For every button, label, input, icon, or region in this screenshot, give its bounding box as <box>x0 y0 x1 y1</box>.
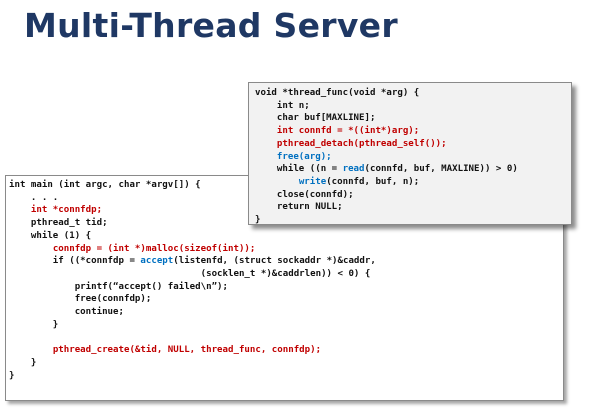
code-line: pthread_create(&tid, NULL, thread_func, … <box>9 344 563 357</box>
code-line: pthread_t tid; <box>9 217 563 230</box>
code-text: return NULL; <box>255 202 343 213</box>
code-text: while (1) { <box>9 230 92 241</box>
highlighted-code-red: connfdp = (int *)malloc(sizeof(int)); <box>52 243 256 254</box>
code-text <box>9 244 53 254</box>
code-line: free(arg); <box>255 151 571 164</box>
code-line: . . . <box>9 192 563 205</box>
code-line: void *thread_func(void *arg) { <box>255 87 571 100</box>
highlighted-code-red: int *connfdp; <box>30 205 103 216</box>
code-text: (socklen_t *)&caddrlen)) < 0) { <box>9 268 371 279</box>
code-line: } <box>9 319 563 332</box>
code-line: if ((*connfdp = accept(listenfd, (struct… <box>9 255 563 268</box>
code-line: write(connfd, buf, n); <box>255 176 571 189</box>
code-text <box>255 152 277 162</box>
code-line: } <box>255 214 571 225</box>
code-text: } <box>9 319 59 330</box>
code-line <box>9 331 563 344</box>
highlighted-code-blue: accept <box>140 256 174 267</box>
code-text: } <box>9 370 15 381</box>
code-text <box>9 205 31 215</box>
highlighted-code-red: int connfd = *((int*)arg); <box>276 126 420 137</box>
code-line: continue; <box>9 306 563 319</box>
code-line: printf(“accept() failed\n”); <box>9 281 563 294</box>
highlighted-code-blue: write <box>298 176 327 187</box>
code-line: } <box>9 370 563 383</box>
code-text: (connfd, buf, n); <box>326 176 420 187</box>
highlighted-code-red: pthread_detach(pthread_self()); <box>276 138 447 149</box>
code-text: (connfd, buf, MAXLINE)) > 0) <box>364 164 518 175</box>
code-text <box>255 139 277 149</box>
code-text: int n; <box>255 100 310 111</box>
code-text: continue; <box>9 307 124 318</box>
code-text <box>255 126 277 136</box>
code-line: return NULL; <box>255 201 571 214</box>
code-text: close(connfd); <box>255 189 354 200</box>
code-line: int n; <box>255 100 571 113</box>
code-line: char buf[MAXLINE]; <box>255 112 571 125</box>
code-line: } <box>9 357 563 370</box>
code-text: char buf[MAXLINE]; <box>255 113 376 124</box>
code-text: printf(“accept() failed\n”); <box>9 281 228 292</box>
code-line: int *connfdp; <box>9 204 563 217</box>
code-line: int connfd = *((int*)arg); <box>255 125 571 138</box>
highlighted-code-blue: read <box>342 164 365 175</box>
code-text: int main (int argc, char *argv[]) { <box>9 180 201 190</box>
code-text: if ((*connfdp = <box>9 256 141 267</box>
code-text: . . . <box>9 192 59 203</box>
code-line: while (1) { <box>9 230 563 243</box>
code-line: (socklen_t *)&caddrlen)) < 0) { <box>9 268 563 281</box>
code-text: } <box>255 215 261 225</box>
code-text: pthread_t tid; <box>9 218 108 229</box>
code-text: free(connfdp); <box>9 294 152 305</box>
code-line: int main (int argc, char *argv[]) { <box>9 179 563 192</box>
code-text: (listenfd, (struct sockaddr *)&caddr, <box>173 256 376 267</box>
code-line: connfdp = (int *)malloc(sizeof(int)); <box>9 243 563 256</box>
slide-title: Multi-Thread Server <box>24 6 398 45</box>
code-text: while ((n = <box>255 164 343 175</box>
highlighted-code-blue: free(arg); <box>276 151 332 162</box>
code-text: void *thread_func(void *arg) { <box>255 88 420 98</box>
thread-function-code-box: void *thread_func(void *arg) { int n; ch… <box>248 82 572 225</box>
code-line: close(connfd); <box>255 189 571 202</box>
code-text <box>255 177 299 187</box>
code-line: while ((n = read(connfd, buf, MAXLINE)) … <box>255 163 571 176</box>
code-text <box>9 345 53 355</box>
highlighted-code-red: pthread_create(&tid, NULL, thread_func, … <box>52 345 322 356</box>
code-text: } <box>9 357 37 368</box>
code-line: pthread_detach(pthread_self()); <box>255 138 571 151</box>
code-line: free(connfdp); <box>9 293 563 306</box>
